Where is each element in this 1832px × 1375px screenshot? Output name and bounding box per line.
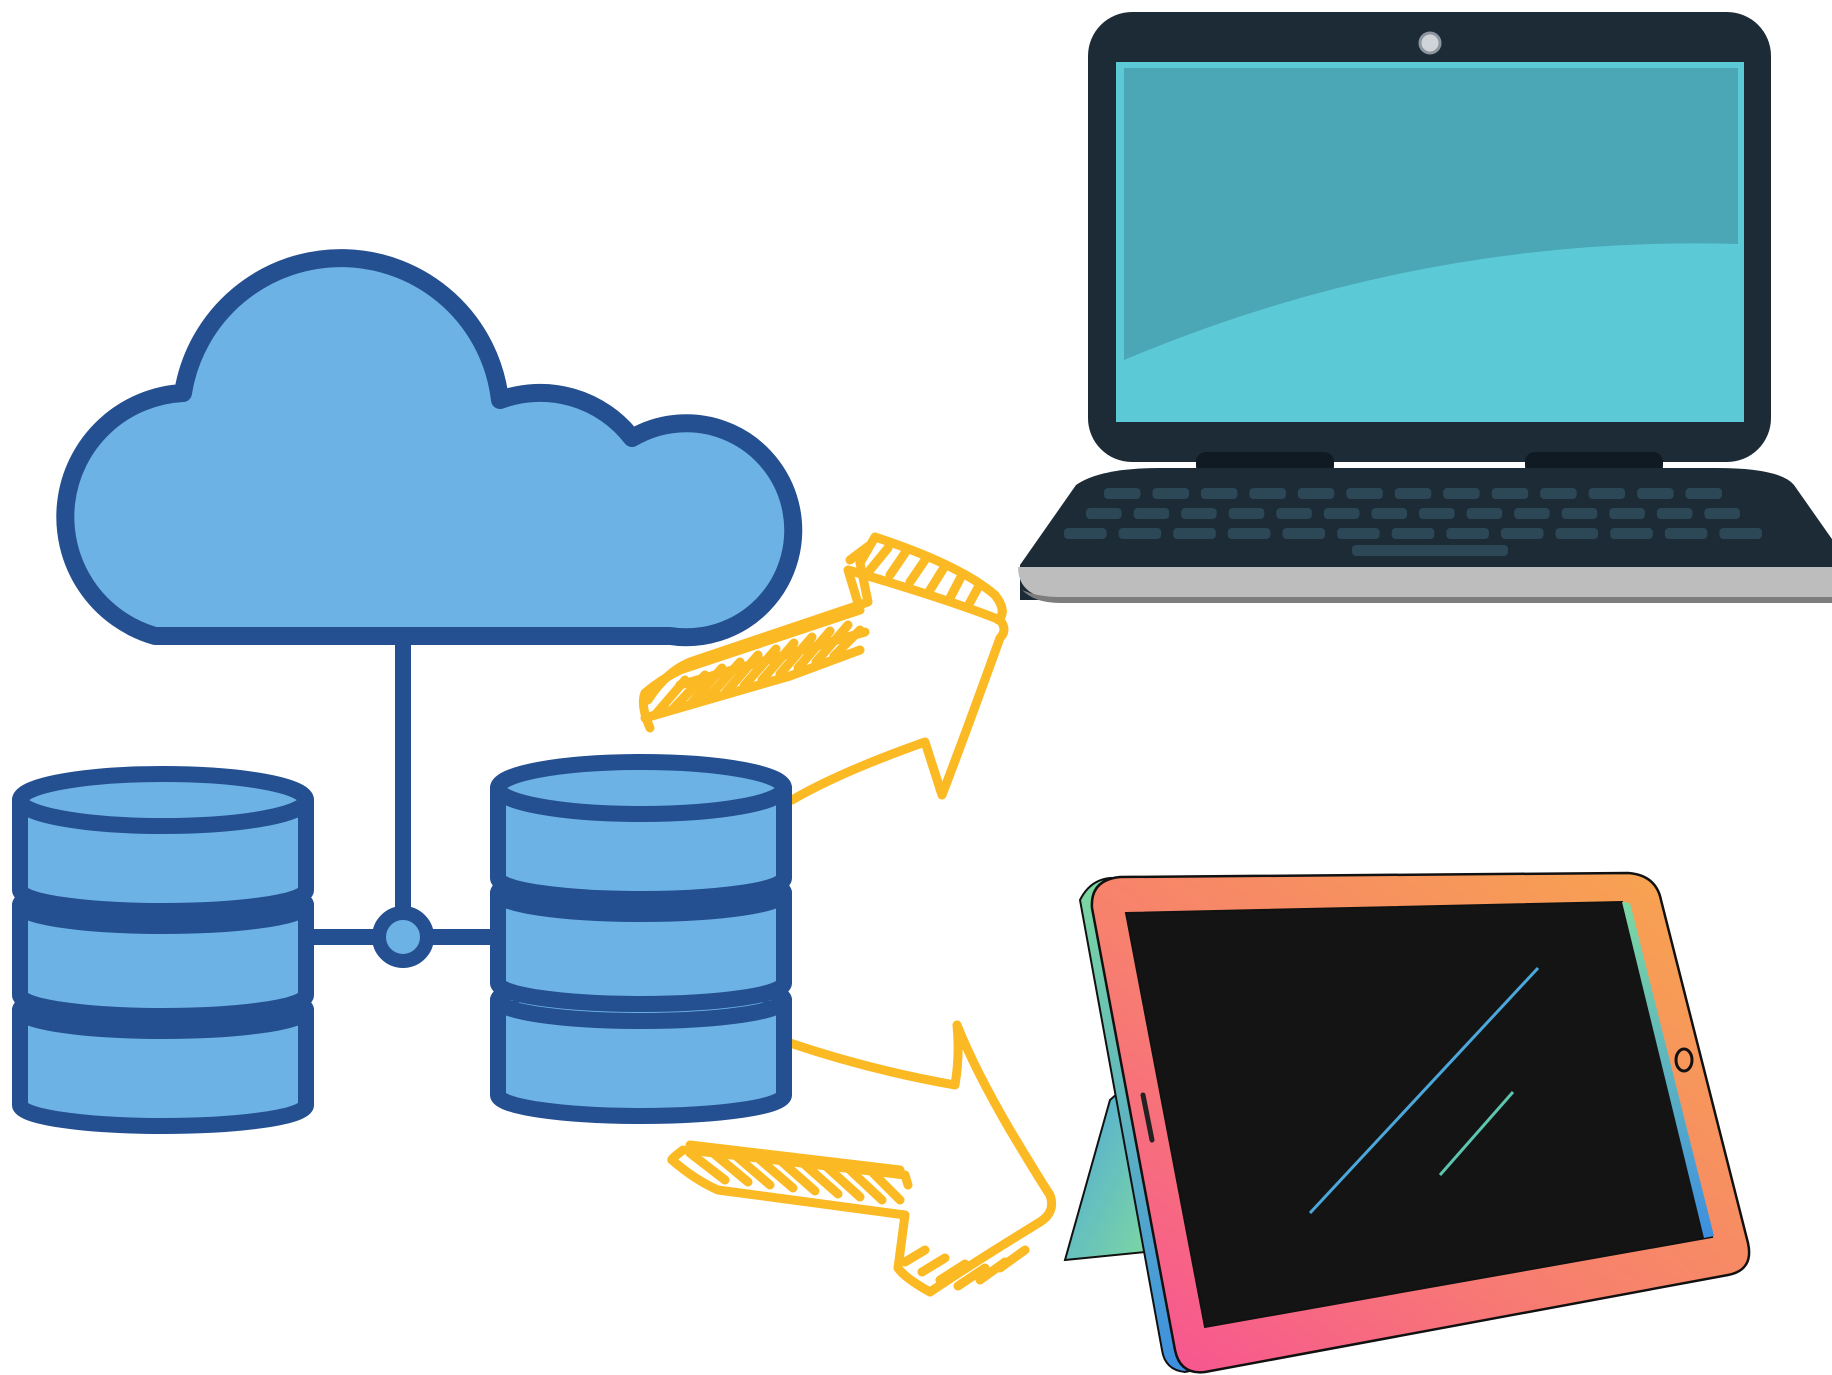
keyboard-key xyxy=(1323,508,1360,519)
keyboard-key xyxy=(1152,488,1189,499)
keyboard-key xyxy=(1610,528,1653,539)
tablet-screen xyxy=(1124,900,1714,1329)
keyboard-key xyxy=(1227,528,1271,539)
sketch-arrow-to-tablet xyxy=(667,1020,1057,1297)
network-hub-icon xyxy=(372,906,434,968)
keyboard-spacebar xyxy=(1352,545,1508,556)
keyboard-keys xyxy=(1064,488,1762,556)
screen-glare-line xyxy=(1308,966,1540,1215)
keyboard-key xyxy=(1181,508,1217,519)
keyboard-key xyxy=(1282,528,1326,539)
database-left-icon xyxy=(12,766,314,1134)
keyboard-key xyxy=(1118,528,1162,539)
sketch-arrow-to-laptop xyxy=(638,532,1009,805)
keyboard-key xyxy=(1466,508,1503,519)
keyboard-key xyxy=(1446,528,1489,539)
keyboard-key xyxy=(1514,508,1550,519)
keyboard-key xyxy=(1443,488,1480,499)
keyboard-key xyxy=(1391,528,1435,539)
keyboard-key xyxy=(1719,528,1762,539)
webcam-icon xyxy=(1418,31,1442,55)
keyboard-key xyxy=(1249,488,1286,499)
cloud-icon xyxy=(56,249,803,647)
keyboard-key xyxy=(1371,508,1407,519)
keyboard-key xyxy=(1561,508,1598,519)
keyboard-key xyxy=(1346,488,1383,499)
tablet-icon xyxy=(1063,871,1751,1374)
keyboard-key xyxy=(1173,528,1216,539)
keyboard-key xyxy=(1555,528,1599,539)
keyboard-key xyxy=(1500,528,1544,539)
keyboard-key xyxy=(1276,508,1312,519)
keyboard-key xyxy=(1394,488,1432,499)
keyboard-key xyxy=(1609,508,1645,519)
keyboard-key xyxy=(1664,528,1708,539)
keyboard-key xyxy=(1200,488,1238,499)
keyboard-key xyxy=(1588,488,1626,499)
home-button-icon xyxy=(1674,1047,1694,1073)
laptop-base xyxy=(1018,567,1832,600)
keyboard-key xyxy=(1086,508,1122,519)
laptop-icon xyxy=(1018,12,1832,603)
screen-glare-line xyxy=(1438,1091,1515,1176)
keyboard-key xyxy=(1297,488,1335,499)
keyboard-key xyxy=(1491,488,1529,499)
keyboard-key xyxy=(1656,508,1693,519)
keyboard-key xyxy=(1637,488,1674,499)
keyboard-key xyxy=(1228,508,1265,519)
keyboard-key xyxy=(1540,488,1577,499)
keyboard-key xyxy=(1104,488,1141,499)
database-right-icon xyxy=(490,754,792,1124)
keyboard-key xyxy=(1064,528,1107,539)
keyboard-key xyxy=(1133,508,1170,519)
keyboard-key xyxy=(1704,508,1740,519)
keyboard-key xyxy=(1685,488,1722,499)
network-connectors xyxy=(308,640,495,968)
keyboard-key xyxy=(1419,508,1455,519)
keyboard-key xyxy=(1337,528,1380,539)
